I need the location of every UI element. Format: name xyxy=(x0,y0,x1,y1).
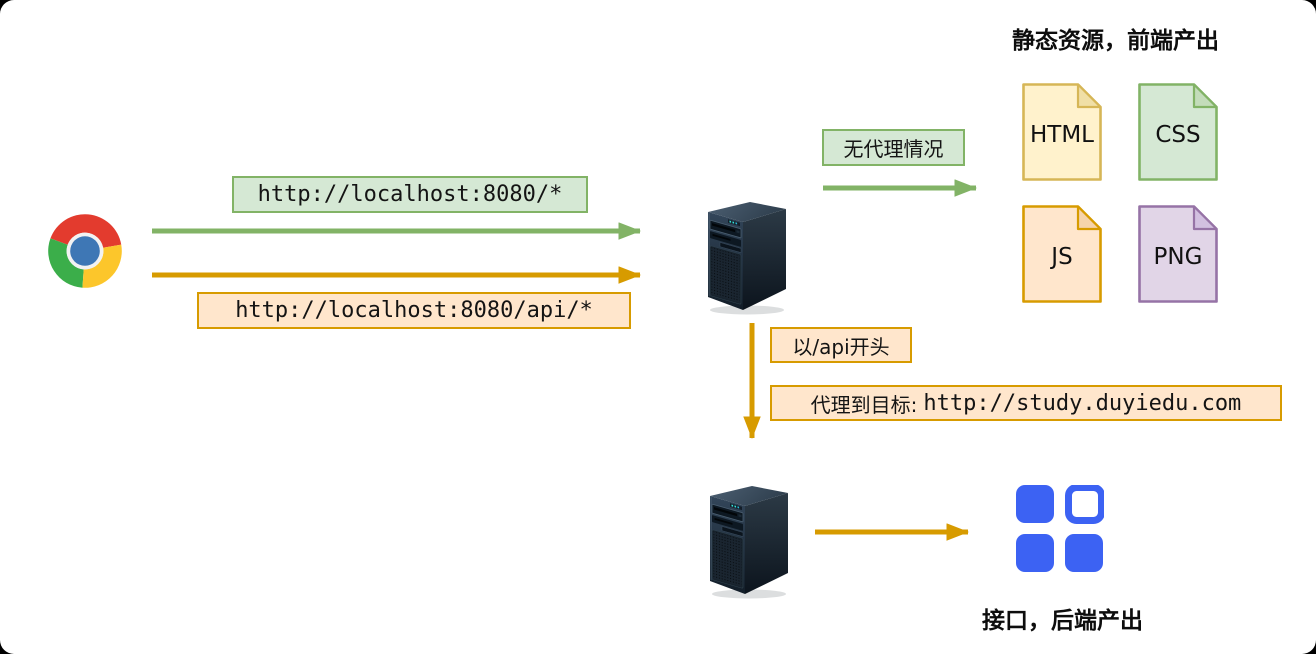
no-proxy-label: 无代理情况 xyxy=(822,129,965,166)
no-proxy-text: 无代理情况 xyxy=(843,137,944,161)
static-section-title: 静态资源，前端产出 xyxy=(1012,28,1219,54)
api-section-title: 接口，后端产出 xyxy=(982,608,1143,634)
server-tower-icon xyxy=(698,198,798,316)
chrome-browser-icon xyxy=(45,211,125,291)
api-grid-icon xyxy=(1016,485,1104,573)
file-label: HTML xyxy=(1029,122,1094,148)
file-label: JS xyxy=(1051,244,1073,270)
request-url-label-static: http://localhost:8080/* xyxy=(232,176,588,213)
request-url-text: http://localhost:8080/api/* xyxy=(235,298,593,323)
request-url-label-api: http://localhost:8080/api/* xyxy=(197,292,631,329)
file-icon-css: CSS xyxy=(1138,83,1218,181)
file-icon-js: JS xyxy=(1022,205,1102,303)
proxy-target-url: http://study.duyiedu.com xyxy=(923,390,1242,416)
proxy-rule-label: 以/api开头 xyxy=(770,327,912,363)
proxy-target-prefix: 代理到目标: xyxy=(810,392,918,417)
proxy-target-label: 代理到目标: http://study.duyiedu.com xyxy=(770,385,1282,421)
file-label: CSS xyxy=(1155,122,1201,148)
file-icon-png: PNG xyxy=(1138,205,1218,303)
proxy-rule-text: 以/api开头 xyxy=(792,334,890,359)
file-icon-html: HTML xyxy=(1022,83,1102,181)
server-tower-icon xyxy=(700,482,800,600)
file-label: PNG xyxy=(1153,244,1203,270)
request-url-text: http://localhost:8080/* xyxy=(257,182,563,207)
